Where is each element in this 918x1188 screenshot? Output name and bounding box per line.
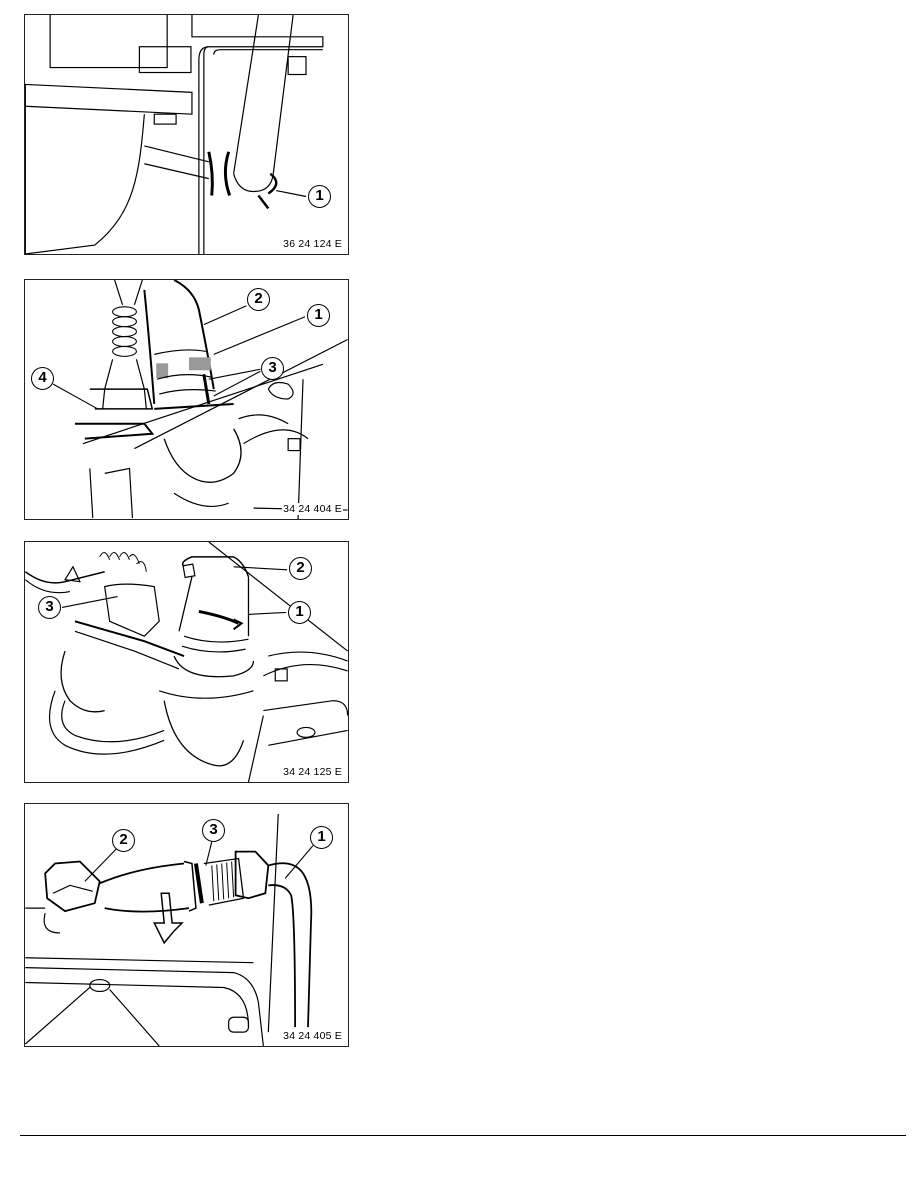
callout-1: 1	[308, 185, 331, 208]
figure-code: 34 24 404 E	[282, 503, 343, 515]
figure-2-illustration	[74, 280, 348, 519]
figure-1: 1 36 24 124 E	[24, 14, 349, 255]
callout-2: 2	[289, 557, 312, 580]
figure-3-illustration	[25, 542, 348, 782]
figure-3-leader-lines	[61, 566, 288, 615]
callout-1: 1	[307, 304, 330, 327]
callout-2: 2	[247, 288, 270, 311]
callout-2: 2	[112, 829, 135, 852]
text-column	[370, 14, 890, 1114]
callout-3: 3	[202, 819, 225, 842]
figure-2-leader-lines	[52, 305, 306, 410]
callout-1: 1	[288, 601, 311, 624]
figure-code: 34 24 125 E	[282, 766, 343, 778]
figure-4-illustration	[25, 813, 313, 1046]
figure-4: 2 3 1 34 24 405 E	[24, 803, 349, 1047]
figure-1-illustration	[25, 15, 324, 254]
figure-2: 2 1 3 4 34 24 404 E	[24, 279, 349, 520]
figure-code: 36 24 124 E	[282, 238, 343, 250]
callout-3: 3	[261, 357, 284, 380]
figure-4-leader-lines	[84, 841, 314, 882]
figure-code: 34 24 405 E	[282, 1030, 343, 1042]
footer-rule	[20, 1135, 906, 1136]
callout-3: 3	[38, 596, 61, 619]
callout-1: 1	[310, 826, 333, 849]
figure-3: 2 3 1 34 24 125 E	[24, 541, 349, 783]
callout-4: 4	[31, 367, 54, 390]
